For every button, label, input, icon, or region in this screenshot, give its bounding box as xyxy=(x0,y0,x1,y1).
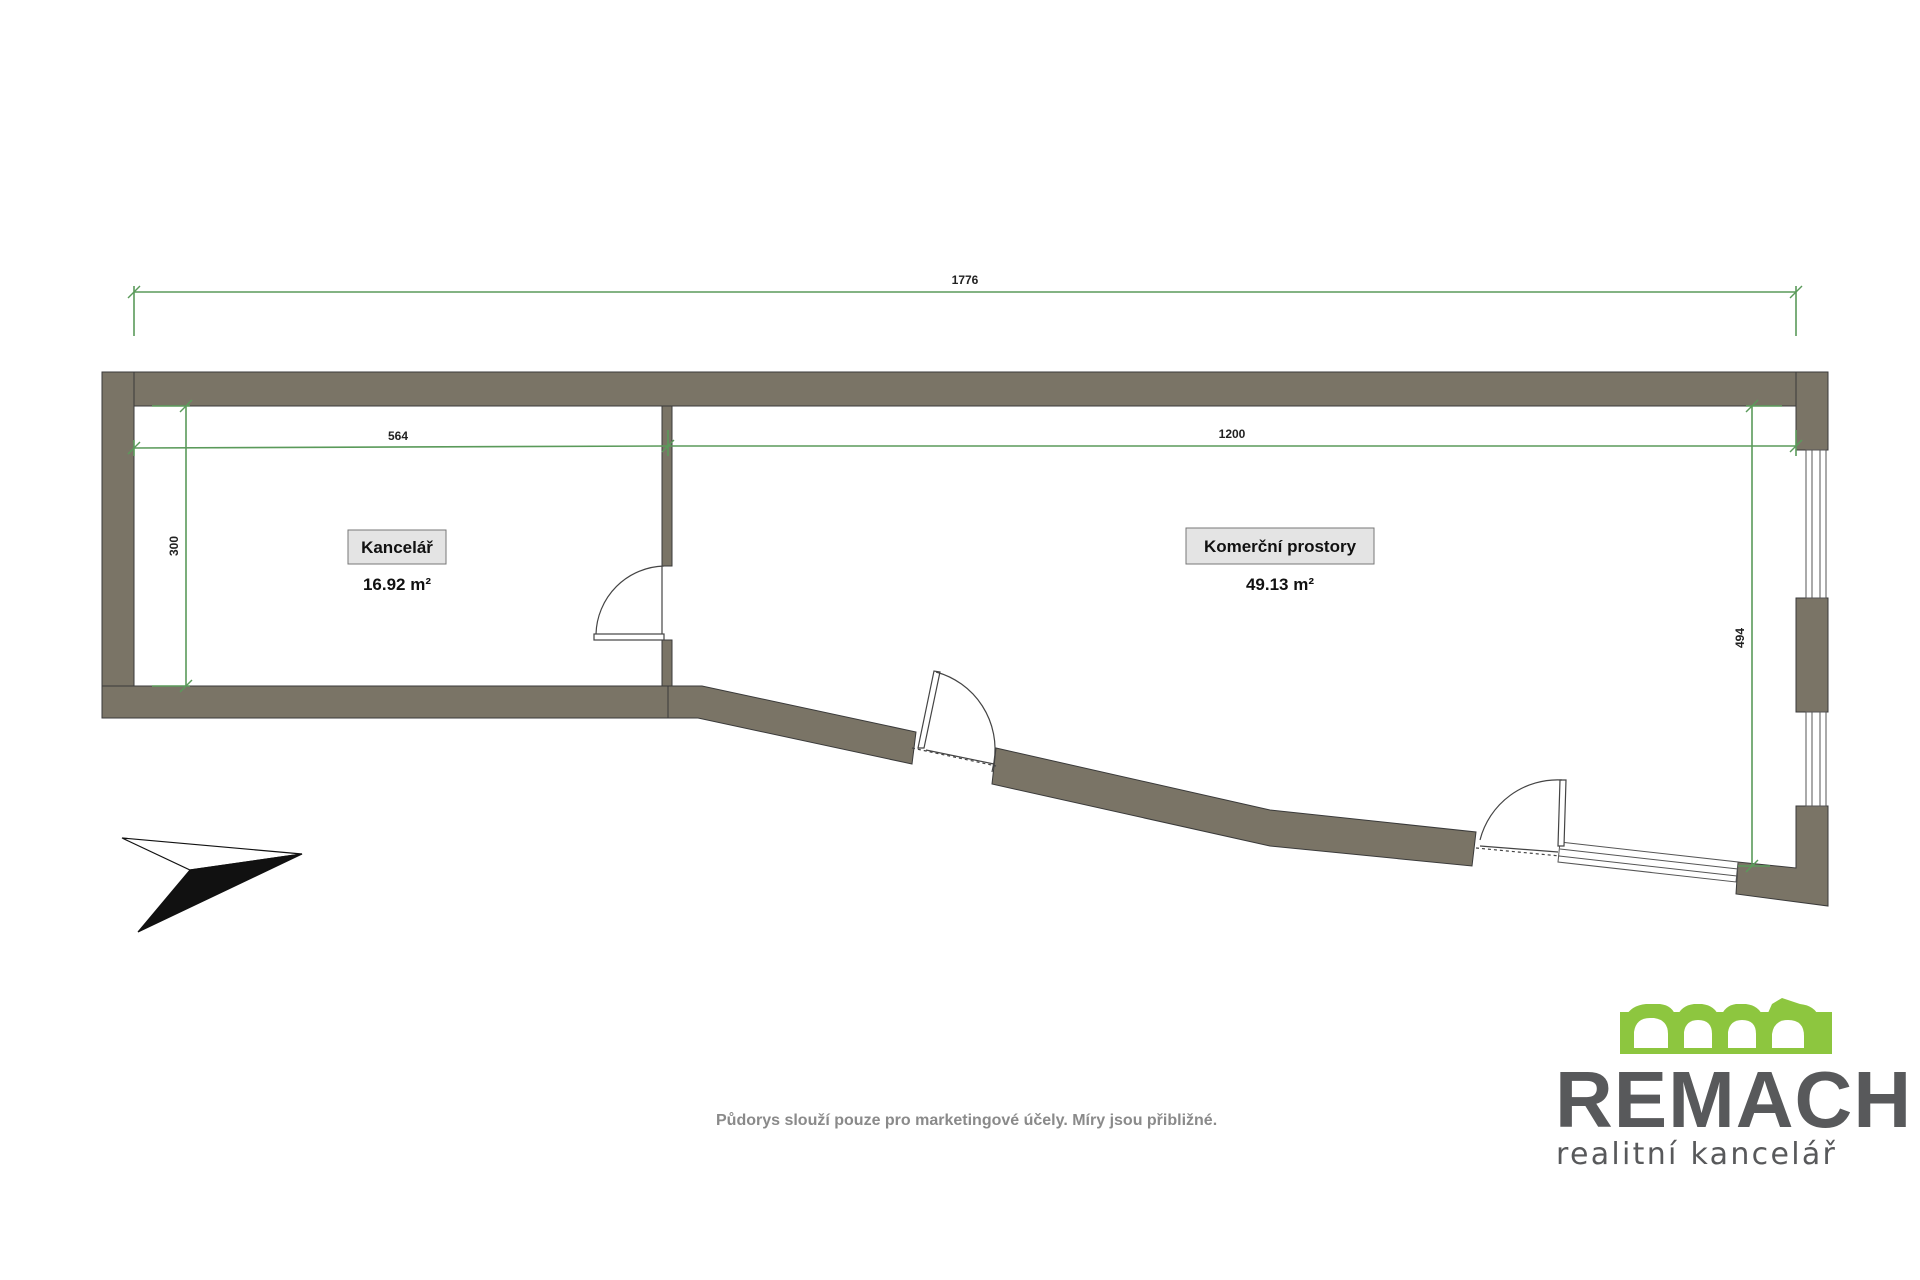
logo-name: REMACH xyxy=(1555,1055,1913,1144)
wall-front-1 xyxy=(667,685,917,765)
wall-right-bottom xyxy=(1735,805,1829,907)
wall-right-middle xyxy=(1795,597,1829,713)
dimension-overall: 1776 xyxy=(952,273,979,287)
disclaimer-text: Půdorys slouží pouze pro marketingové úč… xyxy=(716,1112,1218,1129)
logo-tagline: realitní kancelář xyxy=(1556,1137,1838,1172)
dimension-commercial-width: 1200 xyxy=(1219,427,1246,441)
walls xyxy=(101,371,1829,907)
room-area: 49.13 m² xyxy=(1246,575,1314,594)
north-arrow-icon xyxy=(121,837,303,933)
window-icon xyxy=(1805,711,1827,807)
room-label-commercial: Komerční prostory 49.13 m² xyxy=(1185,527,1375,594)
doors xyxy=(593,565,1567,857)
wall-partition-upper xyxy=(661,405,673,567)
room-area: 16.92 m² xyxy=(363,575,431,594)
wall-partition-lower xyxy=(661,639,673,687)
logo-houses-icon xyxy=(1620,998,1832,1054)
door-swing-icon xyxy=(593,565,665,641)
wall-office-bottom xyxy=(101,685,669,719)
wall-left xyxy=(101,371,135,719)
window-icon xyxy=(1557,841,1739,883)
wall-front-2 xyxy=(991,747,1477,867)
wall-right-upper xyxy=(1795,371,1829,451)
dimension-ticks xyxy=(127,285,1803,873)
room-name: Kancelář xyxy=(361,538,433,557)
room-name: Komerční prostory xyxy=(1204,537,1357,556)
dimension-office-depth: 300 xyxy=(167,536,181,556)
dimension-commercial-depth: 494 xyxy=(1733,628,1747,648)
wall-top xyxy=(101,371,1829,407)
door-swing-icon xyxy=(911,670,997,773)
dimension-lines xyxy=(133,286,1797,867)
room-name-box xyxy=(1185,527,1375,565)
windows xyxy=(1557,449,1827,883)
window-icon xyxy=(1805,449,1827,599)
room-label-office: Kancelář 16.92 m² xyxy=(347,529,447,594)
dimension-office-width: 564 xyxy=(388,429,408,443)
door-swing-icon xyxy=(1475,779,1567,857)
room-name-box xyxy=(347,529,447,565)
